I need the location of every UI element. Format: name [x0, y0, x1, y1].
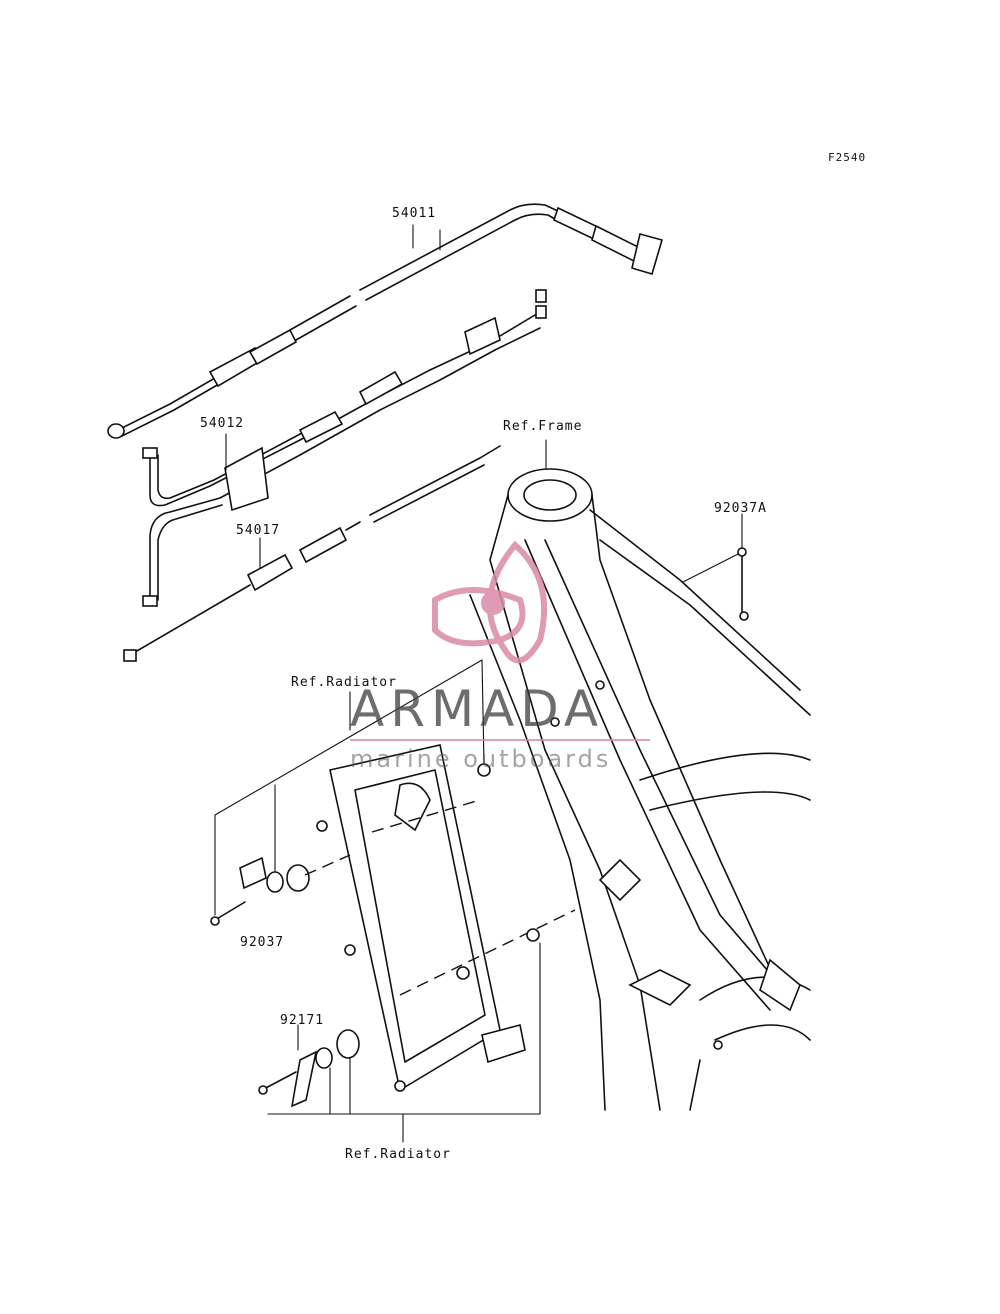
- label-ref-radiator-bottom: Ref.Radiator: [345, 1147, 451, 1162]
- cable-54011: [107, 203, 663, 439]
- label-92037a: 92037A: [714, 501, 767, 516]
- label-92037: 92037: [240, 935, 285, 950]
- leader-lines: [214, 224, 743, 1143]
- armada-logo-mark: [432, 540, 548, 664]
- radiator-mount-lower: [258, 1029, 360, 1108]
- figure-code: F2540: [828, 151, 867, 164]
- label-ref-radiator-top: Ref.Radiator: [291, 675, 397, 690]
- label-54012: 54012: [200, 416, 245, 431]
- motorcycle-frame: [469, 468, 811, 1111]
- label-ref-frame: Ref.Frame: [503, 419, 583, 434]
- radiator-mount-upper: [210, 854, 351, 926]
- watermark-brand: ARMADA: [350, 680, 605, 738]
- cable-54012: [142, 289, 547, 607]
- label-54017: 54017: [236, 523, 281, 538]
- bolt-92037a: [682, 547, 749, 621]
- label-92171: 92171: [280, 1013, 325, 1028]
- cable-54017: [123, 445, 501, 662]
- watermark-tagline: marine outboards: [350, 745, 612, 773]
- label-54011: 54011: [392, 206, 437, 221]
